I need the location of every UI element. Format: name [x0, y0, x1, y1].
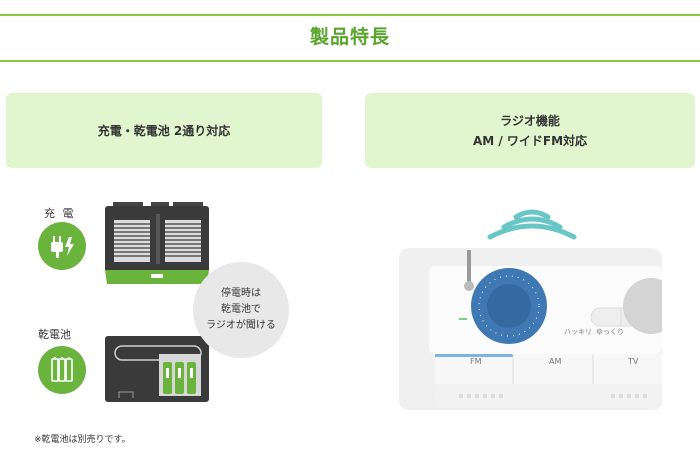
bubble-line-2: 乾電池で: [221, 304, 261, 315]
feature-card-radio-line2: AM / ワイドFM対応: [472, 133, 588, 148]
band-fm-label: FM: [470, 357, 482, 366]
bubble-line-1: 停電時は: [221, 288, 261, 299]
battery-footnote: ※乾電池は別売りです。: [34, 435, 131, 445]
heading-top-rule: [0, 14, 700, 16]
feature-card-power: 充電・乾電池 2通り対応: [6, 93, 322, 168]
knob-label-slow: ゆっくり: [596, 328, 624, 336]
charger-device-image: [105, 202, 209, 284]
feature-card-radio: ラジオ機能 AM / ワイドFM対応: [365, 93, 695, 168]
radio-wave-icon: [487, 209, 577, 240]
blackout-bubble: 停電時は 乾電池で ラジオが聞ける: [193, 262, 289, 358]
feature-card-radio-line1: ラジオ機能: [500, 113, 560, 128]
plug-icon: [38, 222, 86, 270]
battery-device-image: [105, 336, 209, 402]
knob-label-clear: ハッキリ: [564, 328, 592, 336]
battery-label: 乾電池: [38, 328, 71, 341]
radio-device-image: [399, 248, 679, 410]
radio-device-drawing: [429, 250, 679, 408]
battery-icon: [38, 346, 86, 394]
feature-card-power-text: 充電・乾電池 2通り対応: [97, 123, 231, 138]
bubble-line-3: ラジオが聞ける: [206, 320, 276, 331]
band-am-label: AM: [549, 357, 562, 366]
heading-bottom-rule: [0, 60, 700, 62]
charge-label: 充 電: [44, 207, 76, 220]
page-title: 製品特長: [309, 26, 390, 48]
band-tv-label: TV: [628, 357, 639, 366]
